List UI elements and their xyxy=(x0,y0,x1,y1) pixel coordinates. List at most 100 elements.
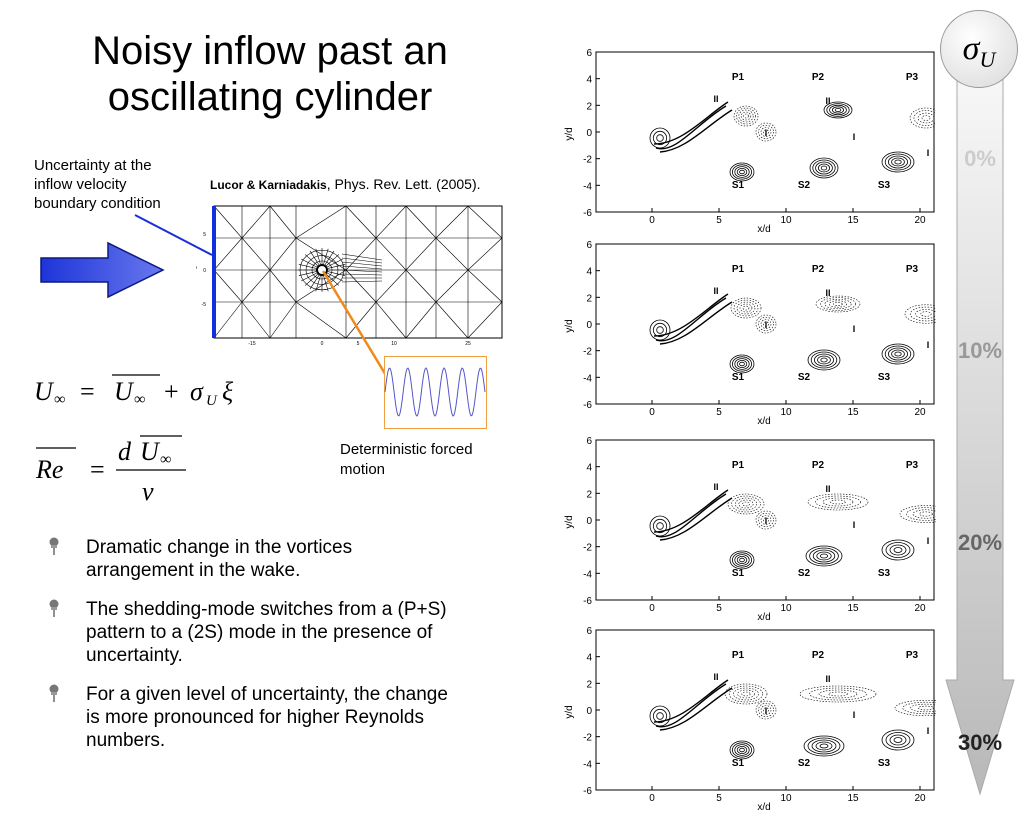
xtick-label: 0 xyxy=(649,215,655,226)
svg-text:∞: ∞ xyxy=(134,391,145,408)
motion-label-line-2: motion xyxy=(340,461,386,478)
label-s2: S2 xyxy=(798,758,811,769)
y-axis-label: y/d xyxy=(564,319,575,332)
pushpin-icon xyxy=(49,537,59,555)
uncertainty-line-1: Uncertainty at the xyxy=(34,157,152,174)
ytick-label: 4 xyxy=(586,75,592,86)
label-s3: S3 xyxy=(878,180,891,191)
xtick-label: 20 xyxy=(914,793,926,804)
ytick-label: -2 xyxy=(583,543,592,554)
reference: Lucor & Karniadakis, Phys. Rev. Lett. (2… xyxy=(210,176,481,192)
bullet-item: The shedding-mode switches from a (P+S) … xyxy=(44,598,524,667)
svg-text:U: U xyxy=(206,393,218,409)
label-p3: P3 xyxy=(906,72,919,83)
svg-text:+: + xyxy=(164,377,179,406)
xtick-label: 10 xyxy=(780,793,792,804)
label-i: I xyxy=(765,320,768,330)
label-ii: II xyxy=(713,94,718,104)
label-p2: P2 xyxy=(812,650,825,661)
motion-inset xyxy=(384,356,487,429)
label-s1: S1 xyxy=(732,758,745,769)
y-axis-label: y/d xyxy=(564,705,575,718)
ytick-label: 0 xyxy=(586,516,592,527)
ytick-label: 6 xyxy=(586,626,592,637)
ytick-label: 6 xyxy=(586,48,592,59)
ytick-label: -2 xyxy=(583,347,592,358)
label-i: I xyxy=(927,726,930,736)
inflow-arrow-icon xyxy=(40,241,165,299)
mesh-ytick: -5 xyxy=(202,302,207,308)
xtick-label: 20 xyxy=(914,603,926,614)
ytick-label: 0 xyxy=(586,706,592,717)
pushpin-icon xyxy=(49,684,59,702)
xtick-label: 15 xyxy=(847,215,859,226)
bullet-line: pattern to a (2S) mode in the presence o… xyxy=(86,622,433,643)
svg-text:∞: ∞ xyxy=(54,391,65,408)
sigma-arrow-icon xyxy=(945,65,1015,796)
uncertainty-line-3: boundary condition xyxy=(34,195,161,212)
annotation-pointer xyxy=(134,214,213,256)
ytick-label: 4 xyxy=(586,463,592,474)
pushpin-icon xyxy=(49,599,59,617)
bullet-line: For a given level of uncertainty, the ch… xyxy=(86,684,448,705)
sigma-u-badge: σU xyxy=(940,10,1018,88)
label-p2: P2 xyxy=(812,264,825,275)
title-line-2: oscillating cylinder xyxy=(107,75,433,119)
x-axis-label: x/d xyxy=(757,612,770,623)
mesh-xtick: 5 xyxy=(357,341,360,347)
ytick-label: 2 xyxy=(586,489,592,500)
label-i: I xyxy=(927,148,930,158)
motion-label-line-1: Deterministic forced xyxy=(340,441,473,458)
label-i: I xyxy=(765,706,768,716)
mesh-xtick: -15 xyxy=(248,341,255,347)
xtick-label: 0 xyxy=(649,407,655,418)
label-ii: II xyxy=(713,482,718,492)
label-s1: S1 xyxy=(732,372,745,383)
xtick-label: 20 xyxy=(914,215,926,226)
sigma-symbol: σ xyxy=(962,30,980,67)
reference-journal: , Phys. Rev. Lett. (2005). xyxy=(326,176,481,192)
label-s3: S3 xyxy=(878,758,891,769)
bullet-line: is more pronounced for higher Reynolds xyxy=(86,707,424,728)
label-i: I xyxy=(927,340,930,350)
svg-text:U: U xyxy=(114,377,135,406)
bullet-line: arrangement in the wake. xyxy=(86,560,301,581)
ytick-label: 6 xyxy=(586,240,592,251)
xtick-label: 5 xyxy=(716,603,722,614)
sigma-level-10: 10% xyxy=(957,338,1003,363)
title-line-1: Noisy inflow past an xyxy=(92,29,448,73)
mesh-ylabel: y xyxy=(196,266,197,272)
x-axis-label: x/d xyxy=(757,802,770,813)
bullet-item: Dramatic change in the vortices arrangem… xyxy=(44,536,524,582)
mesh-ytick: 5 xyxy=(203,232,206,238)
svg-text:Re: Re xyxy=(35,455,63,484)
y-axis-label: y/d xyxy=(564,127,575,140)
sigma-subscript: U xyxy=(979,46,996,72)
mesh-diagram: y 5 0 -5 -15 0 5 10 25 xyxy=(196,205,503,347)
ytick-label: -4 xyxy=(583,569,592,580)
equation-u-infinity: U ∞ = U ∞ + σ U ξ xyxy=(34,374,234,409)
label-s2: S2 xyxy=(798,180,811,191)
sigma-level-20: 20% xyxy=(957,530,1003,555)
label-ii: II xyxy=(825,288,830,298)
label-s1: S1 xyxy=(732,180,745,191)
svg-text:∞: ∞ xyxy=(160,451,171,468)
svg-text:=: = xyxy=(90,455,105,484)
x-axis-label: x/d xyxy=(757,224,770,235)
svg-text:ν: ν xyxy=(142,477,154,506)
sigma-level-0: 0% xyxy=(964,146,996,171)
bullet-line: The shedding-mode switches from a (P+S) xyxy=(86,599,447,620)
svg-text:σ: σ xyxy=(190,377,204,406)
xtick-label: 15 xyxy=(847,407,859,418)
label-p1: P1 xyxy=(732,460,745,471)
ytick-label: 2 xyxy=(586,293,592,304)
mesh-xtick: 25 xyxy=(465,341,471,347)
label-ii: II xyxy=(825,674,830,684)
label-s1: S1 xyxy=(732,568,745,579)
label-p3: P3 xyxy=(906,650,919,661)
reference-authors: Lucor & Karniadakis xyxy=(210,178,327,192)
